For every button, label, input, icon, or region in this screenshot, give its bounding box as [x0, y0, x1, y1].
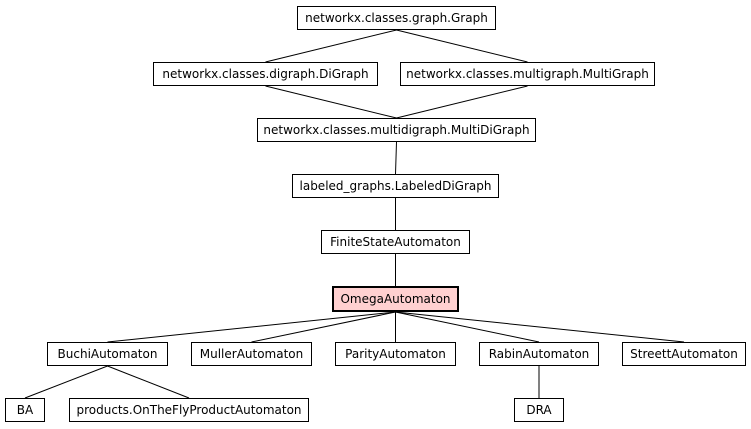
edge-buchi_automaton-to-on_the_fly_product_automaton [107, 365, 190, 399]
edge-omega_automaton-to-rabin_automaton [395, 311, 540, 343]
node-labeled-digraph[interactable]: labeled_graphs.LabeledDiGraph [292, 174, 499, 198]
edge-graph-to-multigraph [396, 29, 528, 63]
node-buchi-automaton[interactable]: BuchiAutomaton [47, 342, 168, 366]
node-networkx-digraph[interactable]: networkx.classes.digraph.DiGraph [153, 62, 378, 86]
node-networkx-graph[interactable]: networkx.classes.graph.Graph [297, 6, 496, 30]
node-networkx-multigraph[interactable]: networkx.classes.multigraph.MultiGraph [400, 62, 655, 86]
node-ba[interactable]: BA [5, 398, 45, 422]
edge-multigraph-to-multidigraph [396, 85, 528, 119]
node-rabin-automaton[interactable]: RabinAutomaton [479, 342, 599, 366]
node-parity-automaton[interactable]: ParityAutomaton [335, 342, 456, 366]
node-finite-state-automaton[interactable]: FiniteStateAutomaton [321, 230, 470, 254]
edge-multidigraph-to-labeled_digraph [395, 141, 397, 175]
node-streett-automaton[interactable]: StreettAutomaton [622, 342, 746, 366]
node-dra[interactable]: DRA [514, 398, 564, 422]
edge-omega_automaton-to-streett_automaton [395, 311, 685, 343]
edge-omega_automaton-to-muller_automaton [251, 311, 396, 343]
node-muller-automaton[interactable]: MullerAutomaton [191, 342, 312, 366]
node-omega-automaton: OmegaAutomaton [332, 286, 459, 312]
edge-digraph-to-multidigraph [265, 85, 397, 119]
edge-graph-to-digraph [265, 29, 397, 63]
node-on-the-fly-product-automaton[interactable]: products.OnTheFlyProductAutomaton [69, 398, 309, 422]
edge-buchi_automaton-to-ba [24, 365, 108, 399]
node-networkx-multidigraph[interactable]: networkx.classes.multidigraph.MultiDiGra… [257, 118, 536, 142]
edge-omega_automaton-to-buchi_automaton [107, 311, 396, 343]
